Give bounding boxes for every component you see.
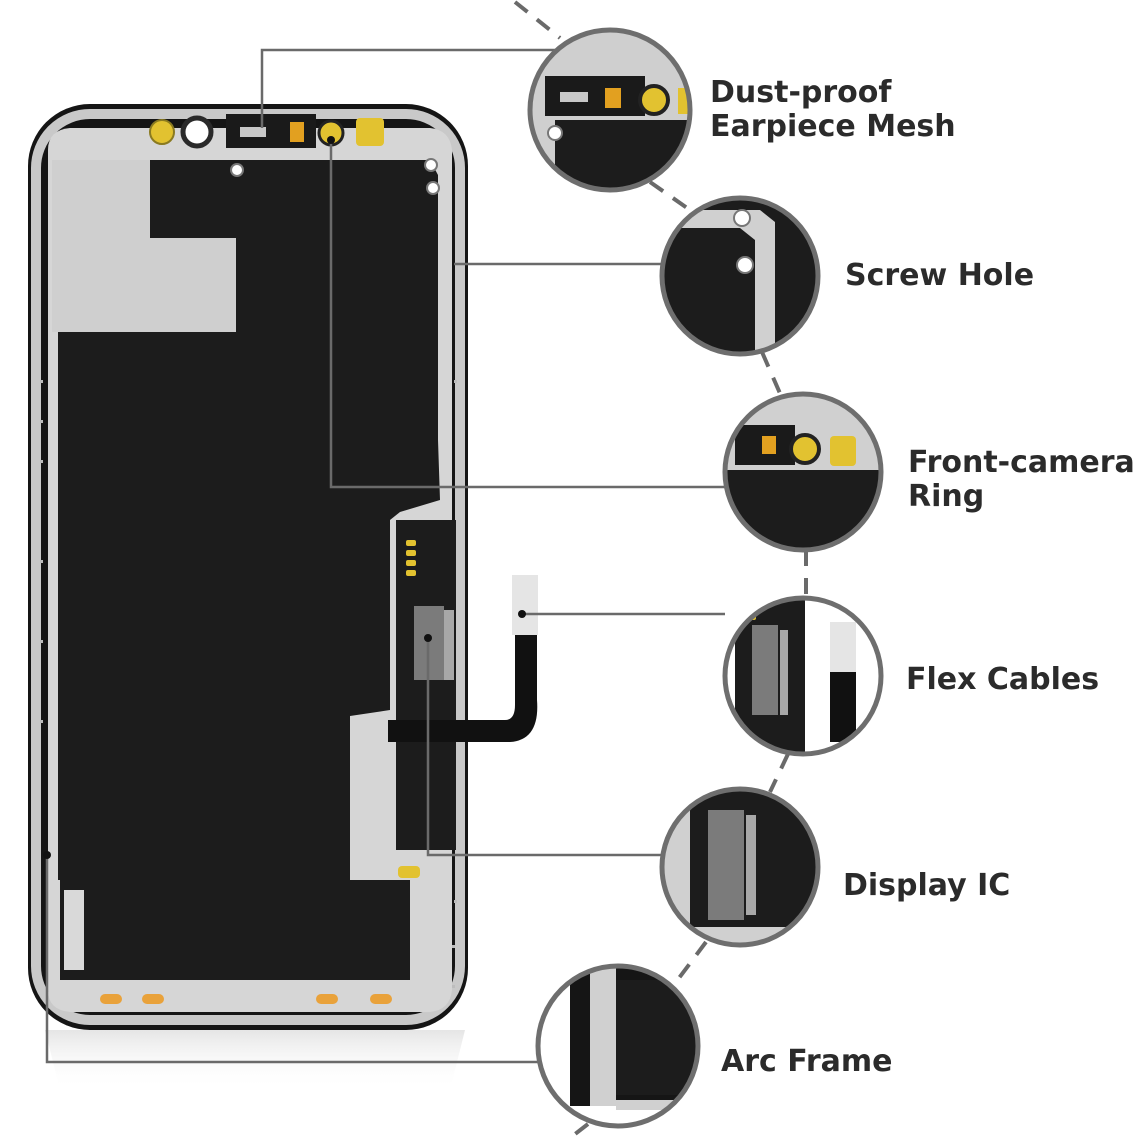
label-flex-cables-line1: Flex Cables (906, 662, 1100, 697)
label-arc-frame: Arc Frame (721, 1045, 892, 1079)
right-flex-area (396, 520, 456, 850)
leader-arc (45, 855, 540, 1064)
label-earpiece: Dust-proof Earpiece Mesh (710, 76, 956, 144)
label-flex-cables: Flex Cables (906, 663, 1099, 697)
label-front-camera: Front-camera Ring (908, 446, 1135, 514)
label-earpiece-line2: Earpiece Mesh (710, 109, 956, 144)
leader-ic (426, 638, 662, 857)
label-earpiece-line1: Dust-proof (710, 75, 892, 110)
bottom-connector (60, 880, 410, 980)
label-arc-frame-line1: Arc Frame (721, 1044, 893, 1079)
leader-earpiece (260, 48, 562, 128)
zoom-circle-flex (722, 595, 884, 757)
label-front-camera-line2: Ring (908, 479, 985, 514)
zoom-circle-screw (659, 195, 821, 357)
zoom-circle-arc (535, 963, 701, 1129)
zoom-circle-camera (722, 391, 884, 553)
label-display-ic-line1: Display IC (843, 868, 1011, 903)
flex-cable-tip (512, 575, 538, 635)
zoom-circle-ic (659, 786, 821, 948)
label-screw-hole: Screw Hole (845, 259, 1034, 293)
display-back (58, 160, 440, 880)
zoom-circle-earpiece (527, 27, 693, 193)
phone-reflection (45, 1030, 465, 1090)
leader-lines (45, 48, 725, 1064)
phone-lcd-assembly (28, 104, 538, 1030)
gold-contacts (406, 540, 416, 576)
leader-dots (43, 136, 526, 859)
top-sensors (149, 114, 440, 195)
label-front-camera-line1: Front-camera (908, 445, 1135, 480)
label-screw-hole-line1: Screw Hole (845, 258, 1035, 293)
leader-camera (329, 140, 725, 489)
dashed-connector (513, 0, 808, 1138)
bottom-pads (100, 994, 392, 1004)
label-display-ic: Display IC (843, 869, 1010, 903)
